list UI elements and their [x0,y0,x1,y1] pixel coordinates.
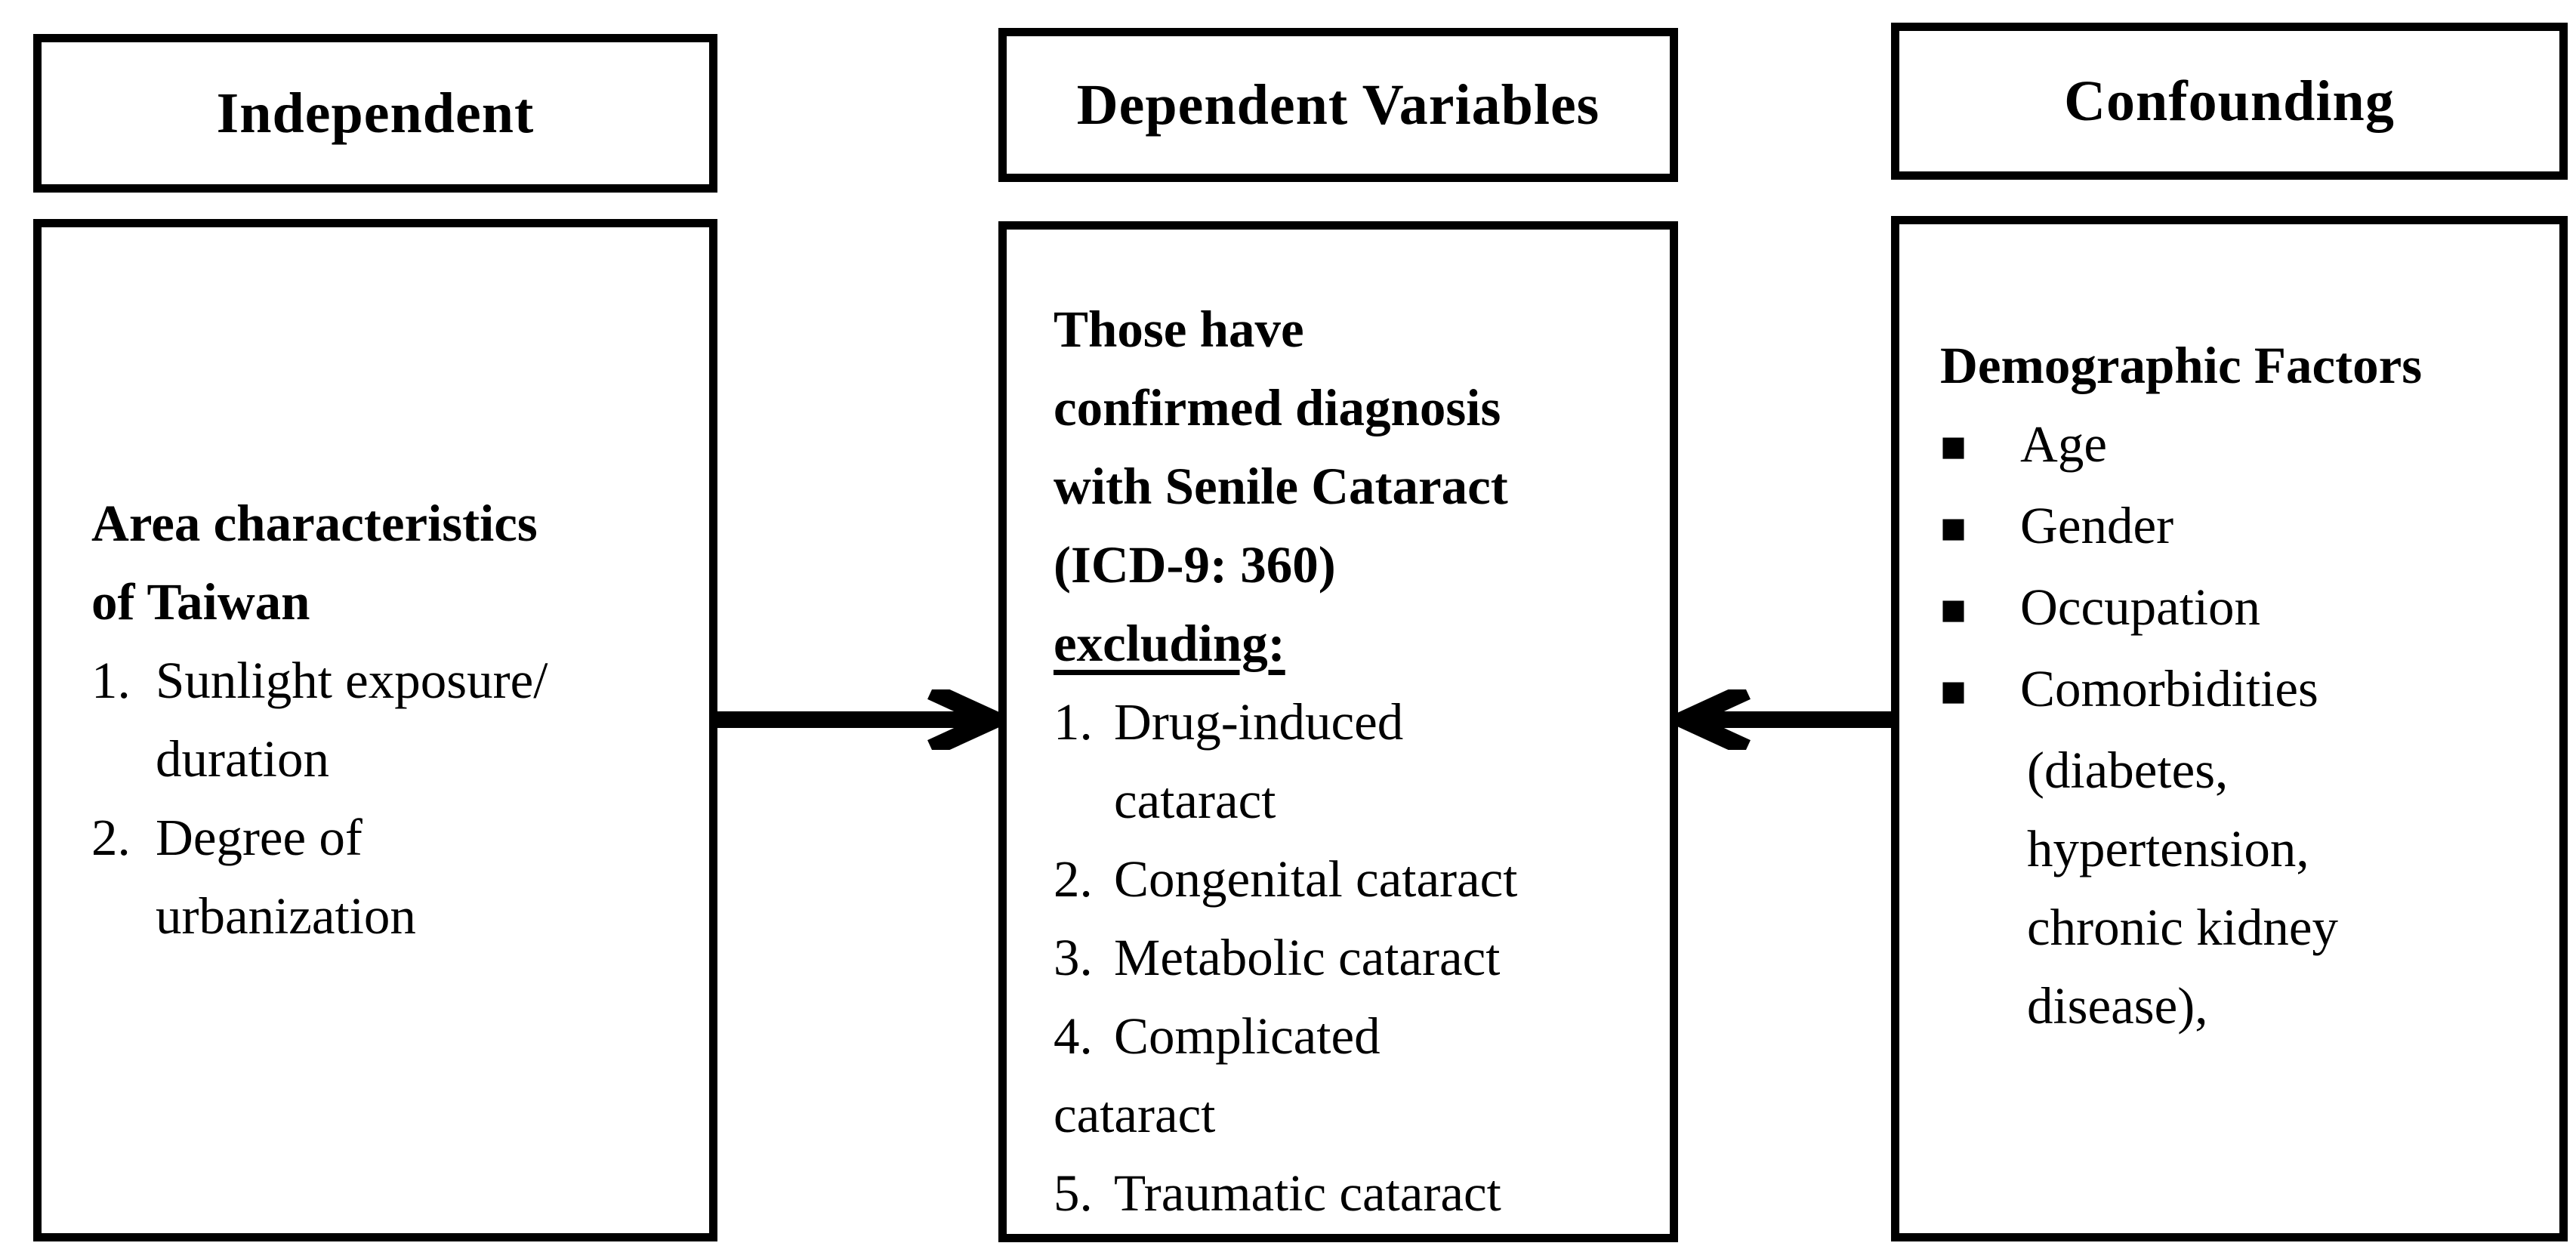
mid-intro-line-2: confirmed diagnosis [1054,379,1501,436]
list-number: 2. [1054,850,1093,908]
confounding-header-box: Confounding [1891,23,2568,180]
right-comorbidities-continuation-4: disease), [2027,977,2208,1035]
mid-item-2: 2.Congenital cataract [1054,840,1652,918]
confounding-content-box: Demographic Factors ■Age ■Gender ■Occupa… [1891,216,2568,1241]
left-item-2: 2.Degree of [91,798,686,877]
right-bullet-comorbidities: ■Comorbidities [1940,649,2541,731]
mid-intro-line-4: (ICD-9: 360) [1054,536,1336,594]
mid-item-1-continuation: cataract [1114,772,1276,829]
mid-item-4-continuation: cataract [1054,1086,1216,1143]
bullet-square-icon: ■ [1940,667,1967,716]
dependent-variables-header-label: Dependent Variables [1076,72,1600,137]
dependent-variables-content-box: Those have confirmed diagnosis with Seni… [998,221,1678,1242]
list-number: 1. [1054,693,1093,751]
right-bullet-age: ■Age [1940,405,2541,486]
bullet-square-icon: ■ [1940,422,1967,471]
left-item-1-continuation: duration [156,730,329,788]
independent-header-box: Independent [33,34,717,193]
mid-item-5: 5.Traumatic cataract [1054,1154,1652,1232]
right-comorbidities-continuation-3: chronic kidney [2027,899,2338,956]
mid-item-3: 3.Metabolic cataract [1054,918,1652,997]
bullet-square-icon: ■ [1940,504,1967,553]
list-number: 5. [1054,1164,1093,1222]
right-bullet-occupation: ■Occupation [1940,568,2541,649]
right-bullet-gender: ■Gender [1940,486,2541,568]
arrow-right-icon [717,689,998,750]
list-number: 1. [91,652,131,709]
list-number: 2. [91,809,131,866]
dependent-variables-header-box: Dependent Variables [998,28,1678,182]
mid-intro-line-3: with Senile Cataract [1054,458,1508,515]
left-title-line-2: of Taiwan [91,573,310,631]
right-comorbidities-continuation-1: (diabetes, [2027,742,2229,799]
mid-item-1: 1.Drug-induced [1054,683,1652,761]
left-title-line-1: Area characteristics [91,495,538,552]
left-item-2-continuation: urbanization [156,887,416,945]
mid-item-4: 4.Complicated [1054,997,1652,1075]
independent-header-label: Independent [216,81,535,145]
bullet-square-icon: ■ [1940,585,1967,634]
confounding-header-label: Confounding [2064,69,2395,133]
arrow-left-icon [1678,689,1891,750]
left-item-1: 1.Sunlight exposure/ [91,641,686,720]
mid-excluding-label: excluding: [1054,615,1285,672]
mid-intro-line-1: Those have [1054,301,1304,358]
right-comorbidities-continuation-2: hypertension, [2027,820,2309,877]
right-title-line: Demographic Factors [1940,337,2423,394]
independent-content-box: Area characteristics of Taiwan 1.Sunligh… [33,219,717,1241]
list-number: 3. [1054,929,1093,986]
list-number: 4. [1054,1007,1093,1065]
